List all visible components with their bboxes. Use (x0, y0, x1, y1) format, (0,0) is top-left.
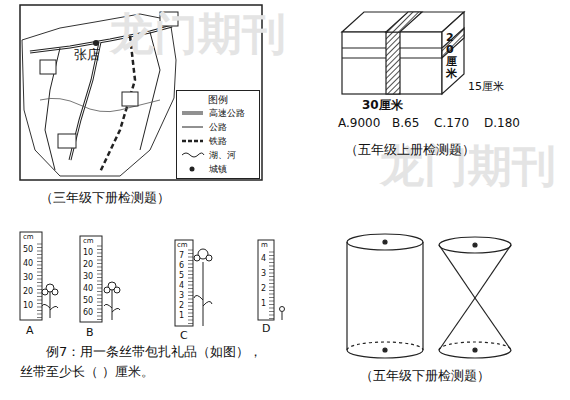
watermark: 龙门期刊 (110, 8, 286, 61)
label: 1 (179, 311, 184, 321)
legend-row: 公路 (181, 120, 255, 134)
legend-text: 城镇 (209, 163, 227, 176)
label: 1 (261, 299, 266, 309)
legend-box: 图例高速公路公路铁路湖、河城镇 (176, 90, 260, 179)
legend-row: 湖、河 (181, 148, 255, 162)
label: 30 (83, 272, 93, 282)
label: 15厘米 (468, 80, 504, 93)
rulers (20, 232, 274, 326)
label: 7 (179, 251, 184, 261)
label: B.65 (392, 116, 419, 130)
label: 20 (83, 260, 93, 270)
legend-sample (181, 164, 205, 174)
label: 2 (261, 284, 266, 294)
label: C (180, 329, 188, 342)
label: 5 (179, 271, 184, 281)
label: D (262, 322, 270, 335)
label: 40 (83, 284, 93, 294)
legend-text: 铁路 (209, 135, 227, 148)
label: 30厘米 (362, 98, 403, 112)
label: cm (23, 233, 34, 241)
legend-text: 公路 (209, 121, 227, 134)
gift-box (342, 12, 464, 94)
label: 60 (83, 308, 93, 318)
legend-sample (181, 108, 205, 118)
label: cm (177, 241, 188, 249)
flowers (42, 249, 285, 326)
legend-text: 高速公路 (209, 107, 245, 120)
legend-row: 城镇 (181, 162, 255, 176)
label: 3 (179, 291, 184, 301)
label: 4 (261, 254, 266, 264)
dimension: 20厘米 (446, 32, 457, 80)
label: 40 (23, 259, 33, 269)
label: 50 (83, 296, 93, 306)
question-text: 例7：用一条丝带包扎礼品（如图），丝带至少长（ ）厘米。 (20, 342, 270, 382)
label: 50 (23, 245, 33, 255)
label: 张店 (74, 47, 100, 63)
legend-row: 铁路 (181, 134, 255, 148)
label: D.180 (484, 116, 520, 130)
label: 30 (23, 273, 33, 283)
label: 3 (261, 269, 266, 279)
label: 10 (83, 248, 93, 258)
label: cm (83, 237, 94, 245)
label: C.170 (434, 116, 469, 130)
label: A.9000 (338, 116, 380, 130)
label: A (26, 324, 34, 337)
label: 10 (23, 301, 33, 311)
label: 2 (179, 301, 184, 311)
legend-sample (181, 122, 205, 132)
solids (347, 234, 511, 358)
legend-row: 高速公路 (181, 106, 255, 120)
label: （五年级下册检测题） (360, 368, 490, 384)
label: m (261, 241, 268, 249)
legend-sample (181, 136, 205, 146)
legend-title: 图例 (181, 93, 255, 106)
label: B (86, 326, 94, 339)
label: 20 (23, 287, 33, 297)
label: （五年级上册检测题） (345, 142, 475, 158)
label: （三年级下册检测题） (40, 190, 170, 206)
label: 6 (179, 261, 184, 271)
label: 4 (179, 281, 184, 291)
legend-sample (181, 150, 205, 160)
legend-text: 湖、河 (209, 149, 236, 162)
